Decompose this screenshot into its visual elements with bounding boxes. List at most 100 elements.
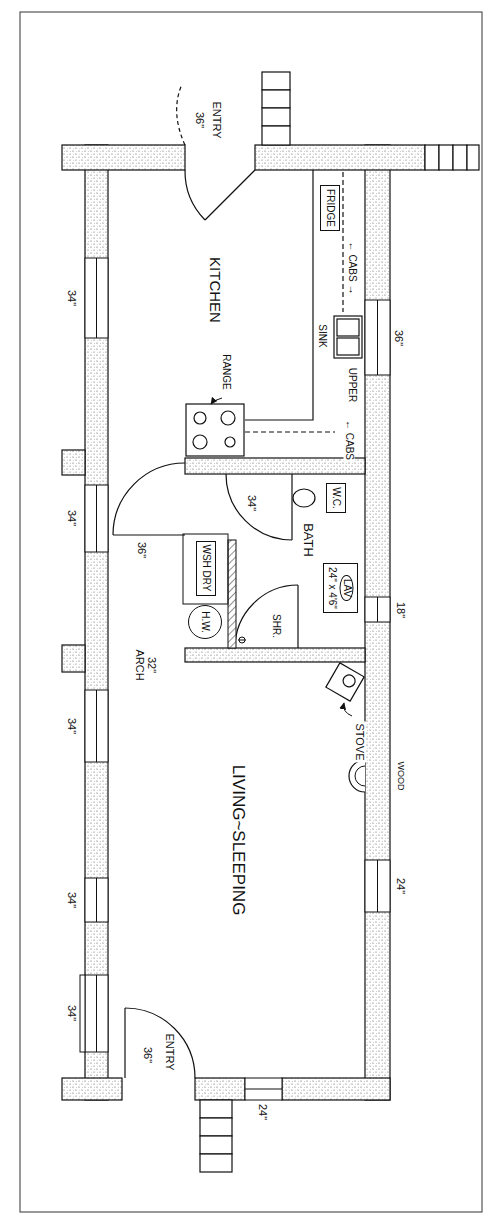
wall <box>62 145 185 170</box>
door-swing <box>185 170 205 220</box>
door-label: ENTRY <box>211 99 223 140</box>
brick-masonry <box>200 1136 232 1154</box>
window <box>365 860 390 912</box>
kitchen-counter <box>245 170 343 432</box>
window <box>85 975 108 1052</box>
door-swing <box>297 585 298 648</box>
dimension-label: 24" <box>395 876 407 896</box>
cabinet-label: ← CABS <box>344 418 355 462</box>
range-symbol <box>186 404 244 456</box>
window <box>85 258 108 338</box>
window <box>96 485 97 552</box>
fixture-label: RANGE <box>221 352 232 392</box>
wall <box>185 648 365 662</box>
opening-label: 32" ARCH <box>134 645 158 685</box>
leader-arrow <box>344 703 352 716</box>
wall <box>62 145 425 1100</box>
door-label: ENTRY <box>164 1031 176 1072</box>
dimension-label: 36" <box>136 540 148 560</box>
dimension-label: 34" <box>66 890 78 910</box>
dimension-label: 34" <box>66 288 78 308</box>
window <box>245 1089 282 1090</box>
brick-masonry <box>262 108 290 126</box>
sheet-frame <box>20 12 482 1212</box>
sink-symbol <box>337 338 359 355</box>
room-name: KITCHEN <box>207 255 224 325</box>
window <box>377 597 378 622</box>
fixture-text-group: LAV24" x 4'6" <box>327 567 354 609</box>
wood-box <box>355 766 365 786</box>
dimension-label: 34" <box>246 493 258 513</box>
brick-masonry <box>453 145 467 170</box>
wall <box>195 1078 245 1100</box>
water-heater-circle: H.W. <box>188 605 222 639</box>
fixture-label: H.W. <box>199 611 211 633</box>
fixture-label: WSH DRY <box>200 544 212 591</box>
fixture-label: SINK <box>317 322 328 349</box>
fixture-text-group: W.C. <box>330 487 342 509</box>
window <box>377 300 378 375</box>
brick-masonry <box>262 72 290 90</box>
range-symbol <box>221 411 235 425</box>
door-swing <box>226 474 292 540</box>
fridge-box: FRIDGE <box>320 185 340 231</box>
wood-box <box>349 760 365 792</box>
wall <box>282 1078 390 1100</box>
wall <box>365 145 390 1100</box>
window <box>96 878 97 922</box>
fixture-label: SHR. <box>271 612 282 640</box>
door-swing <box>113 84 298 1078</box>
dimension-label: 18" <box>395 600 407 620</box>
door-swing <box>124 1008 125 1078</box>
brick-masonry <box>262 90 290 108</box>
shower-drain <box>239 637 245 643</box>
wall <box>255 145 425 170</box>
range-symbol <box>225 437 235 447</box>
kitchen-counter <box>245 170 313 420</box>
window <box>365 300 390 375</box>
toilet-tank: W.C. <box>326 483 346 513</box>
wall <box>85 145 108 1100</box>
kitchen-counter <box>245 431 335 432</box>
sink-symbol <box>337 319 359 336</box>
window <box>80 258 390 1100</box>
brick-masonry <box>467 145 479 170</box>
wood-stove <box>341 673 357 689</box>
shower-drain <box>238 640 246 641</box>
door-swing <box>113 534 185 535</box>
fixture-label: WOOD <box>395 760 405 793</box>
sink-symbol <box>334 316 362 358</box>
dimension-label: 36" <box>194 110 206 130</box>
lavatory-counter: LAV24" x 4'6" <box>323 563 358 613</box>
fixture-text-group: WSH DRY <box>200 544 212 591</box>
toilet-bowl <box>293 489 315 507</box>
kitchen-counter <box>342 172 343 312</box>
brick-masonry <box>439 145 453 170</box>
wood-stove <box>326 663 364 701</box>
brick-masonry <box>200 1118 232 1136</box>
sink-symbol <box>334 316 362 358</box>
dimension-label: 24" <box>257 1102 269 1122</box>
dimension-label: 34" <box>66 716 78 736</box>
fixture-label: FRIDGE <box>324 189 336 227</box>
washer-dryer-box: WSH DRY <box>196 541 216 596</box>
wall <box>62 450 85 475</box>
window <box>96 258 97 338</box>
door-swing <box>177 84 185 145</box>
window <box>85 485 108 552</box>
fixture-text-group: FRIDGE <box>324 189 336 227</box>
window <box>377 860 378 912</box>
range-symbol <box>193 435 207 449</box>
window <box>96 690 97 762</box>
window <box>85 690 108 762</box>
brick-masonry <box>425 145 439 170</box>
fixture-text-group: H.W. <box>199 611 211 633</box>
dimension-label: 34" <box>66 1003 78 1023</box>
door-swing <box>205 170 255 220</box>
fixture-label: LAV <box>340 575 354 601</box>
door-swing <box>113 463 185 535</box>
wood-stove <box>326 663 364 701</box>
door-swing <box>235 585 298 648</box>
fixture-label: W.C. <box>330 487 342 509</box>
